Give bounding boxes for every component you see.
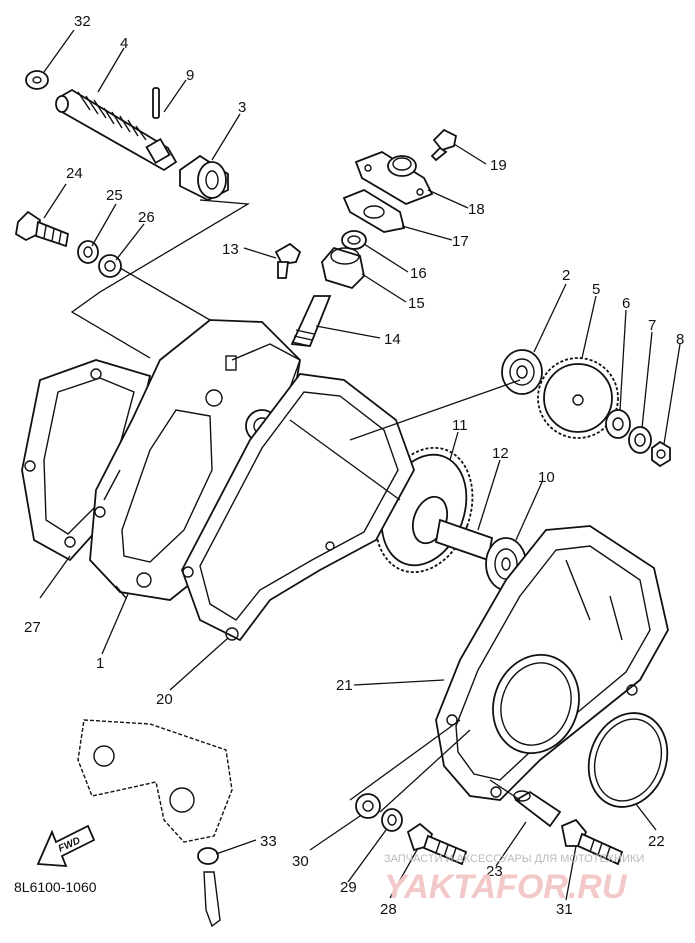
callout-23: 23 xyxy=(486,863,503,880)
leader-lines xyxy=(39,29,681,901)
part-28-bolt xyxy=(406,822,468,866)
callout-26: 26 xyxy=(138,209,155,226)
part-4-worm-shaft xyxy=(55,88,178,172)
diagram-code: 8L6100-1060 xyxy=(14,879,97,895)
part-25-washer xyxy=(77,240,99,264)
part-30-washer xyxy=(355,793,381,819)
part-23-dowel xyxy=(513,790,562,828)
part-18-flange xyxy=(354,150,434,205)
part-8-nut xyxy=(651,440,671,468)
callout-30: 30 xyxy=(292,853,309,870)
callout-5: 5 xyxy=(592,281,600,298)
callout-8: 8 xyxy=(676,331,684,348)
part-13-screw xyxy=(274,242,302,279)
callout-1: 1 xyxy=(96,655,104,672)
callout-20: 20 xyxy=(156,691,173,708)
part-33-inset xyxy=(77,719,233,928)
part-3-bushing xyxy=(179,154,229,202)
part-9-pin xyxy=(152,87,160,119)
part-6-washer xyxy=(605,409,631,439)
callout-12: 12 xyxy=(492,445,509,462)
part-29-washer xyxy=(381,808,403,832)
callout-16: 16 xyxy=(410,265,427,282)
part-19-screw xyxy=(430,128,458,162)
part-7-washer xyxy=(628,426,652,454)
callout-27: 27 xyxy=(24,619,41,636)
callout-32: 32 xyxy=(74,13,91,30)
callout-21: 21 xyxy=(336,677,353,694)
part-20-gasket xyxy=(181,373,415,642)
callout-24: 24 xyxy=(66,165,83,182)
part-31-bolt xyxy=(560,818,624,866)
part-26-washer xyxy=(98,254,122,278)
part-32-washer xyxy=(25,70,49,90)
callout-18: 18 xyxy=(468,201,485,218)
callout-19: 19 xyxy=(490,157,507,174)
watermark: ЗАПЧАСТИ И АКСЕССУАРЫ ДЛЯ МОТОТЕХНИКИ YA… xyxy=(384,853,644,906)
part-5-sprocket xyxy=(537,357,619,439)
part-14-driven-shaft xyxy=(290,295,332,347)
callout-14: 14 xyxy=(384,331,401,348)
watermark-line-2: YAKTAFOR.RU xyxy=(384,868,628,906)
part-15-bushing xyxy=(321,246,365,290)
part-22-o-ring xyxy=(587,712,669,808)
part-2-bearing xyxy=(501,349,543,395)
part-16-oil-seal xyxy=(341,230,367,250)
fwd-arrow-icon: FWD xyxy=(36,824,96,868)
part-21-outer-cover xyxy=(435,525,669,801)
part-17-gasket xyxy=(342,188,406,233)
callout-15: 15 xyxy=(408,295,425,312)
watermark-line-1: ЗАПЧАСТИ И АКСЕССУАРЫ ДЛЯ МОТОТЕХНИКИ xyxy=(384,853,644,865)
callout-3: 3 xyxy=(238,99,246,116)
callout-31: 31 xyxy=(556,901,573,918)
callout-29: 29 xyxy=(340,879,357,896)
callout-6: 6 xyxy=(622,295,630,312)
callout-7: 7 xyxy=(648,317,656,334)
callout-labels: 32 4 9 3 19 18 17 16 15 13 14 24 25 26 2… xyxy=(24,13,684,918)
callout-25: 25 xyxy=(106,187,123,204)
callout-28: 28 xyxy=(380,901,397,918)
callout-17: 17 xyxy=(452,233,469,250)
callout-9: 9 xyxy=(186,67,194,84)
callout-11: 11 xyxy=(452,417,468,434)
callout-10: 10 xyxy=(538,469,555,486)
callout-2: 2 xyxy=(562,267,570,284)
callout-33: 33 xyxy=(260,833,277,850)
callout-22: 22 xyxy=(648,833,665,850)
callout-13: 13 xyxy=(222,241,239,258)
part-24-bolt xyxy=(15,210,70,248)
assembly-guide-lines xyxy=(70,199,521,813)
callout-4: 4 xyxy=(120,35,128,52)
